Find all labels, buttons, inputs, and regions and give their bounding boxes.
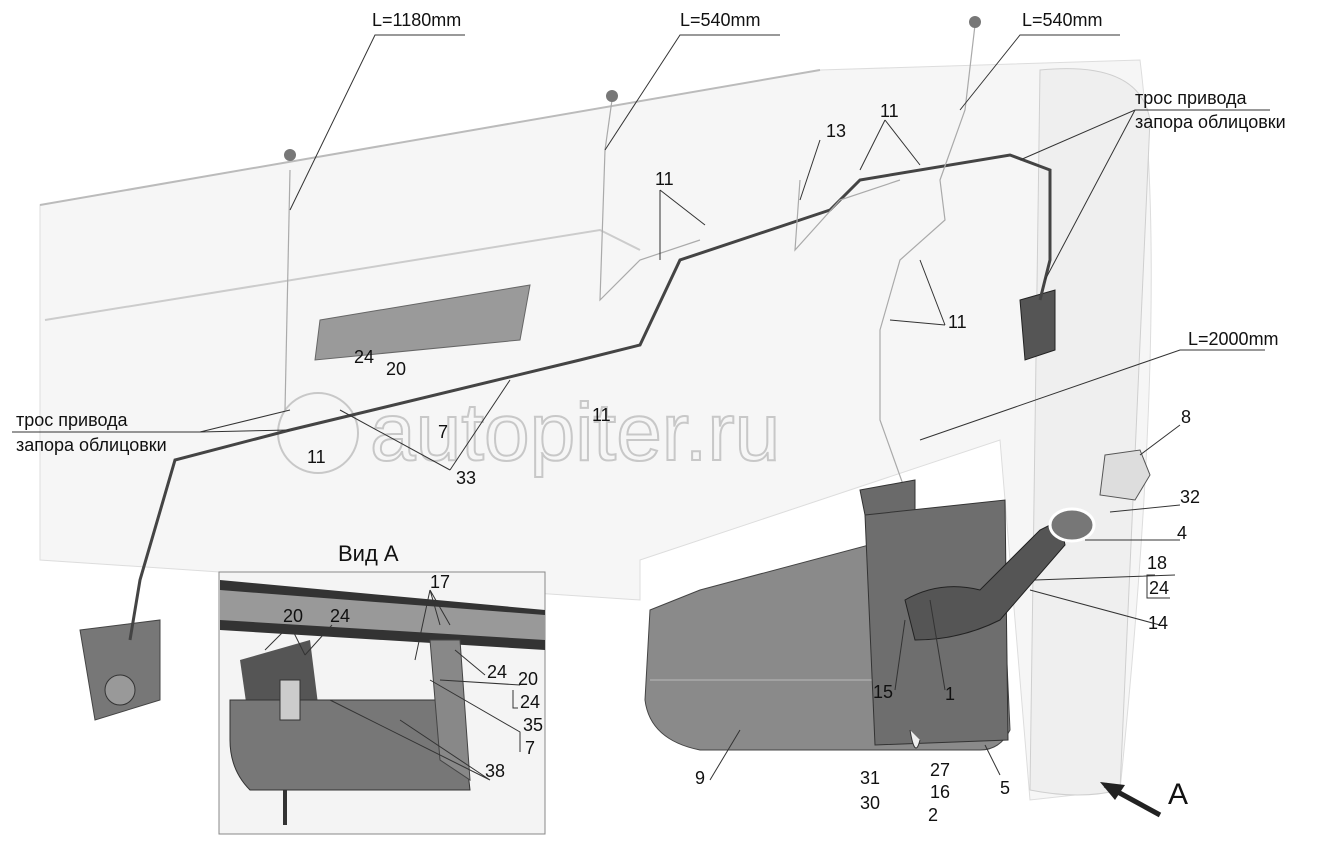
callout: 11 <box>880 101 899 121</box>
callout: 11 <box>592 405 611 425</box>
length-label: L=2000mm <box>1188 329 1279 349</box>
callout: 7 <box>438 422 448 442</box>
callout: 24 <box>520 692 540 712</box>
callout: 31 <box>860 768 880 788</box>
callout: 11 <box>307 447 326 467</box>
callout: 1 <box>945 684 955 704</box>
cable-note-line: запора облицовки <box>1135 112 1286 132</box>
callout: 20 <box>518 669 538 689</box>
callout: 35 <box>523 715 543 735</box>
callout: 8 <box>1181 407 1191 427</box>
inset-title: Вид А <box>338 541 399 566</box>
callouts: 13 11 11 11 11 11 24 20 7 33 8 32 4 18 2… <box>307 101 1200 825</box>
filler-cap <box>1099 449 1151 501</box>
lock-mechanism-right <box>1019 289 1056 361</box>
callout: 5 <box>1000 778 1010 798</box>
cab-body <box>39 59 1152 801</box>
callout: 33 <box>456 468 476 488</box>
view-arrow-label: A <box>1168 778 1188 811</box>
callout: 9 <box>695 768 705 788</box>
callout: 13 <box>826 121 846 141</box>
callout: 16 <box>930 782 950 802</box>
callout: 15 <box>873 682 893 702</box>
callout: 20 <box>283 606 303 626</box>
callout: 18 <box>1147 553 1167 573</box>
callout: 27 <box>930 760 950 780</box>
watermark-text: autopiter.ru <box>370 387 780 478</box>
callout: 24 <box>487 662 507 682</box>
callout: 4 <box>1177 523 1187 543</box>
callout: 38 <box>485 761 505 781</box>
leader-lines <box>12 34 1270 781</box>
cable-note-line: запора облицовки <box>16 435 167 455</box>
callout: 11 <box>948 312 967 332</box>
cable-note-line: трос привода <box>1135 88 1248 108</box>
inset-view-a: Вид А 17 20 24 24 20 24 35 7 38 <box>218 541 546 835</box>
dimension-labels: L=1180mm L=540mm L=540mm L=2000mm <box>372 10 1279 349</box>
length-label: L=540mm <box>1022 10 1103 30</box>
callout: 20 <box>386 359 406 379</box>
callout: 24 <box>1149 578 1169 598</box>
callout: 11 <box>655 169 674 189</box>
washer-tank <box>644 449 1162 818</box>
cable-note-line: трос привода <box>16 410 129 430</box>
callout: 24 <box>354 347 374 367</box>
length-label: L=540mm <box>680 10 761 30</box>
callout: 14 <box>1148 613 1168 633</box>
cable-notes: трос привода запора облицовки трос приво… <box>16 88 1286 455</box>
callout: 32 <box>1180 487 1200 507</box>
length-label: L=1180mm <box>372 10 461 30</box>
callout: 7 <box>525 738 535 758</box>
callout: 30 <box>860 793 880 813</box>
callout: 24 <box>330 606 350 626</box>
callout: 2 <box>928 805 938 825</box>
callout: 17 <box>430 572 450 592</box>
filler-neck <box>904 519 1066 641</box>
